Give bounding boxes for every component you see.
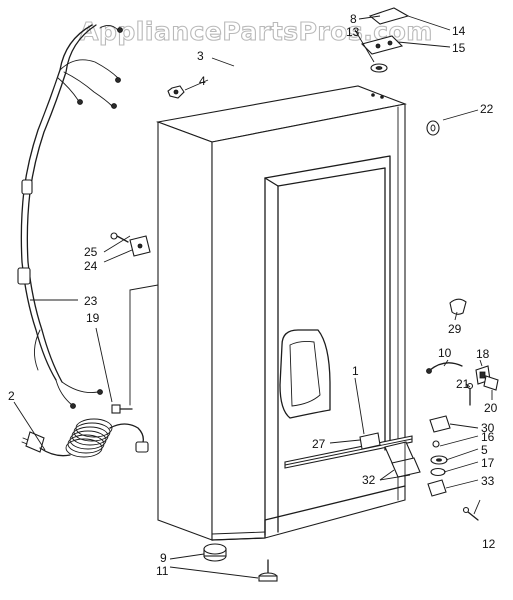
callout-30: 30 bbox=[481, 421, 495, 435]
screw-part-21[interactable] bbox=[466, 382, 474, 406]
leader-lines bbox=[13, 15, 493, 579]
callout-29: 29 bbox=[448, 322, 462, 336]
callout-33: 33 bbox=[481, 474, 495, 488]
hinge-shim-part-13[interactable] bbox=[370, 63, 388, 73]
part-10[interactable] bbox=[426, 362, 463, 374]
part-29[interactable] bbox=[449, 298, 467, 315]
callout-4: 4 bbox=[199, 74, 206, 88]
plug-part-22[interactable] bbox=[426, 120, 440, 136]
callout-25: 25 bbox=[84, 245, 98, 259]
bottom-hinge-bracket[interactable] bbox=[384, 441, 421, 501]
callout-32: 32 bbox=[362, 473, 376, 487]
part-17[interactable] bbox=[430, 467, 446, 477]
callout-20: 20 bbox=[484, 401, 498, 415]
callout-21: 21 bbox=[456, 377, 470, 391]
screw-part-12[interactable] bbox=[462, 506, 479, 521]
leveling-leg-part-11[interactable] bbox=[258, 559, 278, 582]
cabinet-inner-duct bbox=[279, 329, 331, 419]
part-16[interactable] bbox=[432, 440, 440, 448]
callout-10: 10 bbox=[438, 346, 452, 360]
callout-9: 9 bbox=[160, 551, 167, 565]
callout-18: 18 bbox=[476, 347, 490, 361]
callout-13: 13 bbox=[346, 25, 360, 39]
callout-22: 22 bbox=[480, 102, 494, 116]
washer-part-5[interactable] bbox=[430, 455, 448, 465]
callout-16: 16 bbox=[481, 430, 495, 444]
plug-button-part-4[interactable] bbox=[167, 85, 185, 99]
callout-14: 14 bbox=[452, 24, 466, 38]
callout-2: 2 bbox=[8, 389, 15, 403]
part-33[interactable] bbox=[427, 479, 447, 497]
part-30[interactable] bbox=[429, 415, 451, 433]
bracket-part-27[interactable] bbox=[359, 432, 381, 450]
callout-27: 27 bbox=[312, 437, 326, 451]
callout-19: 19 bbox=[86, 311, 100, 325]
top-hinge-part-15[interactable] bbox=[360, 35, 404, 55]
refrigerator-cabinet[interactable] bbox=[155, 85, 407, 541]
callout-8: 8 bbox=[350, 12, 357, 26]
part-20[interactable] bbox=[483, 375, 499, 391]
wire-harness[interactable] bbox=[17, 24, 123, 409]
callout-5: 5 bbox=[481, 443, 488, 457]
callout-15: 15 bbox=[452, 41, 466, 55]
watermark-text: AppliancePartsPros.com bbox=[79, 17, 433, 46]
callout-24: 24 bbox=[84, 259, 98, 273]
callout-11: 11 bbox=[156, 564, 169, 578]
callout-1: 1 bbox=[352, 364, 359, 378]
callout-23: 23 bbox=[84, 294, 98, 308]
screw-part-25[interactable] bbox=[110, 232, 129, 243]
callout-labels: 3 4 8 13 14 15 22 25 24 23 19 2 1 27 32 … bbox=[8, 12, 498, 578]
callout-12: 12 bbox=[482, 537, 496, 551]
callout-3: 3 bbox=[197, 49, 204, 63]
rear-bracket-24[interactable] bbox=[129, 235, 151, 257]
roller-part-9[interactable] bbox=[203, 543, 227, 562]
callout-17: 17 bbox=[481, 456, 495, 470]
power-cord[interactable] bbox=[21, 418, 149, 458]
screw-part-19[interactable] bbox=[111, 404, 133, 414]
